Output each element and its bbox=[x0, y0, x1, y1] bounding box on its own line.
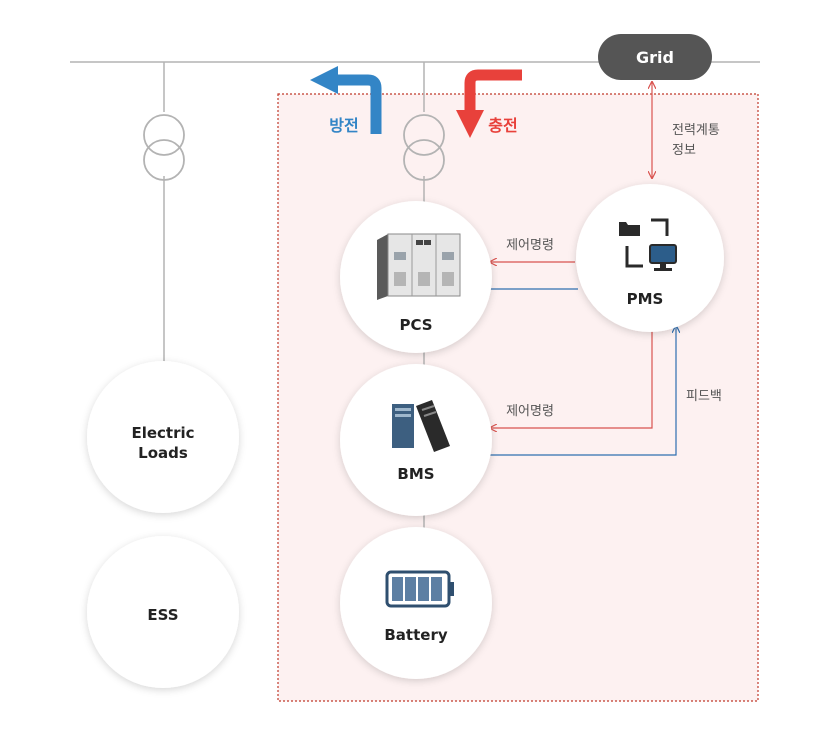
transformer-icon-loads bbox=[143, 112, 185, 181]
discharge-arrow-icon bbox=[310, 66, 382, 134]
feedback-label: 피드백 bbox=[686, 389, 722, 404]
bms-label: BMS bbox=[397, 465, 434, 483]
ess-node bbox=[87, 536, 239, 688]
grid-node bbox=[598, 34, 712, 80]
pms-label: PMS bbox=[627, 290, 664, 308]
grid-info-label-line1: 전력계통 bbox=[672, 123, 720, 138]
charge-arrow-icon bbox=[456, 69, 522, 138]
grid-label: Grid bbox=[636, 48, 674, 67]
inverter-cabinet-icon bbox=[377, 233, 461, 300]
bms-node bbox=[340, 364, 492, 516]
electric-loads-label-line1: Electric bbox=[131, 424, 194, 442]
pcs-control-label: 제어명령 bbox=[506, 238, 554, 253]
grid-info-label-line2: 정보 bbox=[672, 143, 696, 158]
battery-label: Battery bbox=[384, 626, 447, 644]
pcs-label: PCS bbox=[399, 316, 432, 334]
transformer-icon-ess bbox=[403, 112, 445, 181]
pms-bms-control-link bbox=[490, 330, 653, 428]
server-rack-icon bbox=[392, 400, 450, 452]
bms-pms-feedback-link bbox=[490, 326, 676, 456]
battery-icon bbox=[385, 570, 454, 608]
discharge-label: 방전 bbox=[329, 116, 358, 135]
charge-label: 충전 bbox=[488, 116, 517, 135]
ess-label: ESS bbox=[147, 606, 178, 624]
folder-monitor-icon bbox=[619, 218, 677, 271]
electric-loads-label-line2: Loads bbox=[138, 444, 188, 462]
electric-loads-node bbox=[87, 361, 239, 513]
bms-control-label: 제어명령 bbox=[506, 404, 554, 419]
